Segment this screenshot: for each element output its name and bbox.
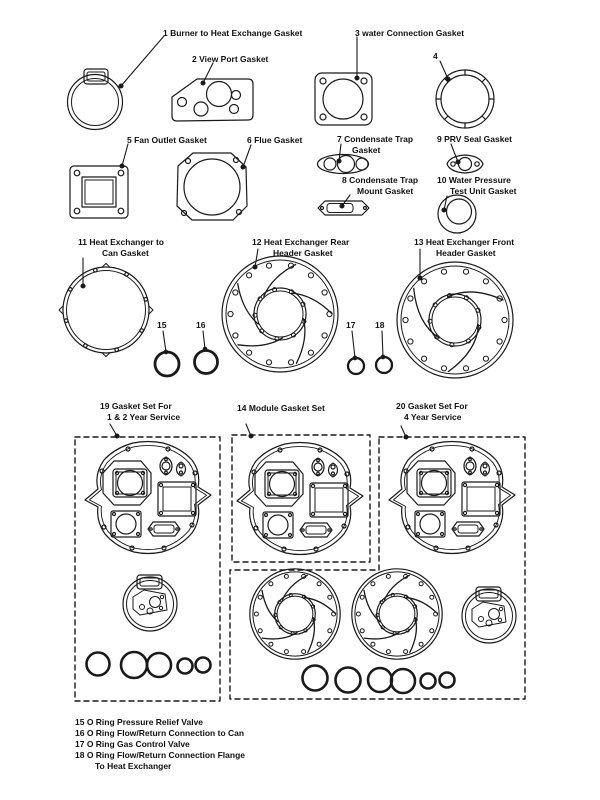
label-item4: 4 — [433, 51, 438, 61]
hx-rear-header-gasket-drawing — [221, 255, 339, 373]
fan-outlet-gasket-drawing — [69, 165, 129, 219]
burner-gasket-set19 — [122, 574, 178, 632]
legend-line-18b: To Heat Exchanger — [95, 761, 172, 771]
legend-line-17: 17 O Ring Gas Control Valve — [75, 739, 190, 749]
box-gasket-set-20 — [229, 436, 526, 700]
o-rings-set19 — [85, 650, 212, 680]
header-gasket-set20-left — [249, 568, 341, 660]
module-gasket-set19 — [84, 440, 212, 555]
header-gasket-set20-right — [351, 568, 443, 660]
burner-gasket-set20 — [461, 586, 517, 644]
seal-ring-drawing — [435, 69, 495, 129]
legend: 15 O Ring Pressure Relief Valve 16 O Rin… — [75, 717, 245, 772]
flue-gasket-drawing — [176, 152, 248, 221]
legend-line-15: 15 O Ring Pressure Relief Valve — [75, 717, 204, 727]
o-rings-set20 — [301, 664, 456, 695]
label-item18: 18 — [375, 320, 385, 330]
water-connection-gasket-drawing — [314, 72, 373, 126]
prv-seal-gasket-drawing — [446, 154, 484, 174]
label-item1: 1 Burner to Heat Exchange Gasket — [163, 28, 303, 38]
module-gasket-set20 — [388, 440, 516, 555]
legend-line-18: 18 O Ring Flow/Return Connection Flange — [75, 750, 246, 760]
box-gasket-set-19 — [74, 436, 221, 702]
label-item6: 6 Flue Gasket — [247, 135, 303, 145]
label-item3: 3 water Connection Gasket — [355, 28, 465, 38]
label-item14: 14 Module Gasket Set — [237, 403, 325, 413]
label-item17: 17 — [346, 320, 356, 330]
o-ring-17 — [346, 356, 366, 376]
legend-line-16: 16 O Ring Flow/Return Connection to Can — [75, 728, 245, 738]
burner-gasket-drawing — [66, 68, 124, 131]
hx-front-header-gasket-drawing — [396, 261, 514, 379]
water-pressure-test-gasket-drawing — [437, 194, 477, 234]
view-port-gasket-drawing — [171, 78, 254, 122]
label-item16: 16 — [196, 320, 206, 330]
condensate-trap-gasket-drawing — [316, 153, 370, 175]
label-item5: 5 Fan Outlet Gasket — [127, 135, 207, 145]
label-item2: 2 View Port Gasket — [192, 54, 269, 64]
label-item9: 9 PRV Seal Gasket — [437, 134, 512, 144]
hx-to-can-gasket-drawing — [58, 262, 154, 358]
label-item15: 15 — [157, 320, 167, 330]
o-ring-15 — [153, 350, 181, 378]
box-module-gasket-set-14 — [231, 434, 371, 563]
o-ring-18 — [374, 355, 394, 375]
module-gasket-set14 — [236, 441, 364, 556]
leader-lines — [80, 35, 461, 440]
o-ring-16 — [193, 349, 219, 375]
condensate-trap-mount-gasket-drawing — [317, 200, 370, 216]
